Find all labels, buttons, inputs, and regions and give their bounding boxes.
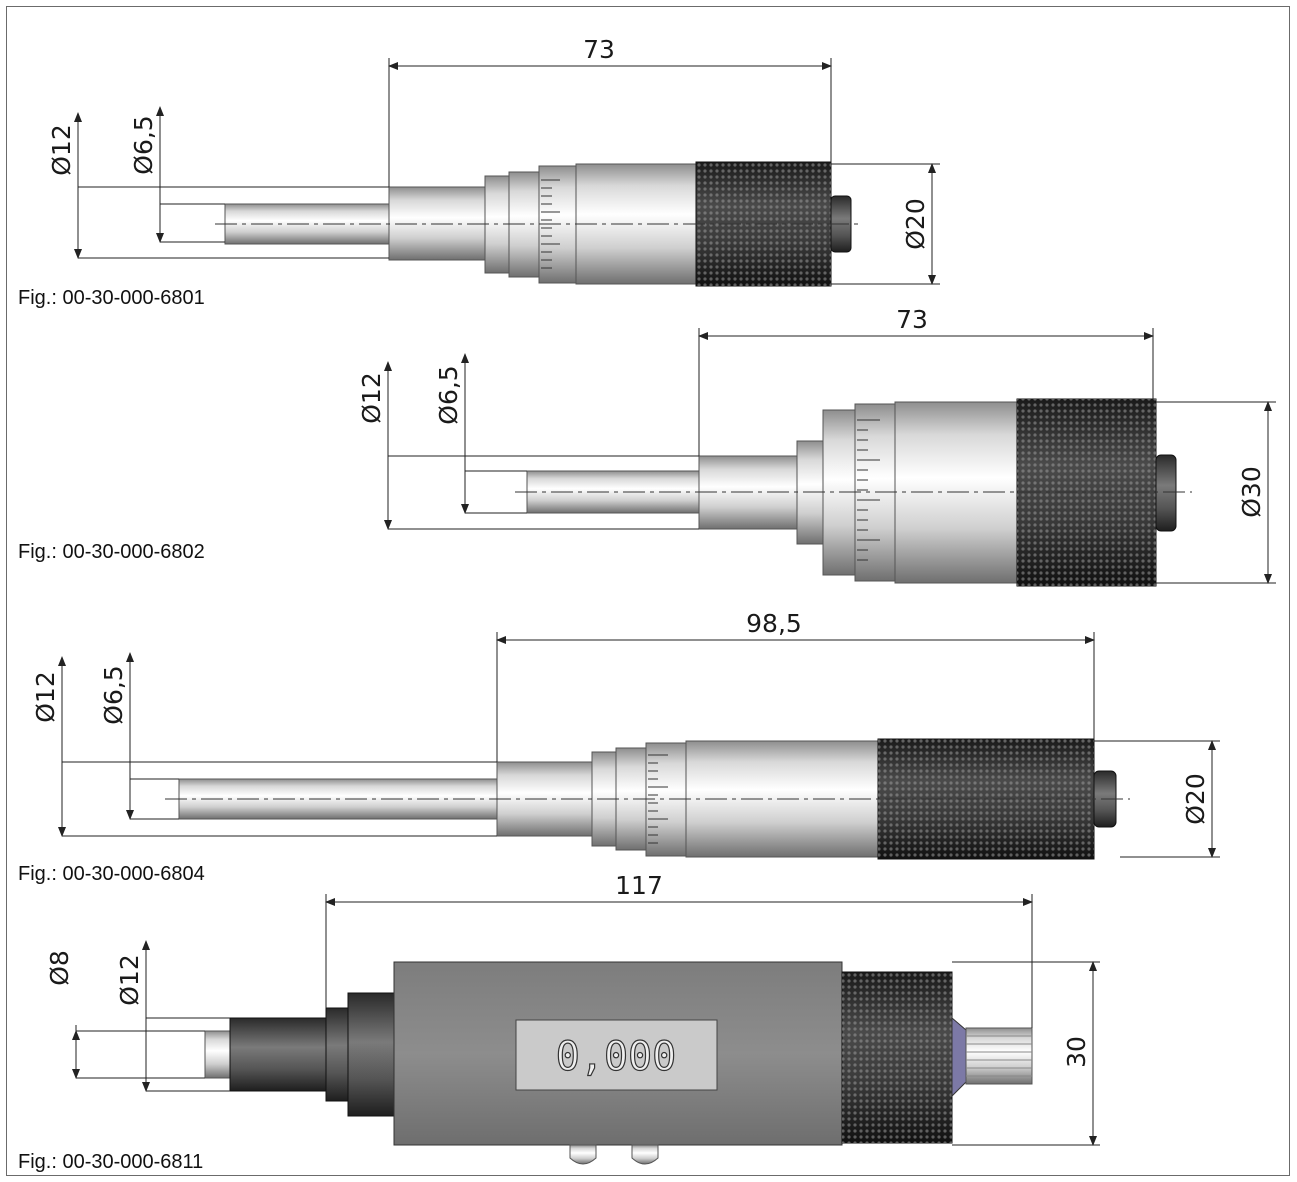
dim-head-6802: Ø30 (1237, 466, 1266, 518)
dim-spindle-outer-6804: Ø12 (31, 671, 60, 723)
figure-label-6811: Fig.: 00-30-000-6811 (18, 1151, 203, 1173)
figure-label-6802: Fig.: 00-30-000-6802 (18, 541, 205, 563)
figure-label-6804: Fig.: 00-30-000-6804 (18, 863, 205, 885)
dim-spindle-inner-6802: Ø6,5 (434, 365, 463, 424)
lcd-display (515, 1019, 718, 1091)
figure-6802: 73 Ø12 Ø6,5 Ø30 Fig.: 00-30-000-6802 (18, 305, 1276, 587)
dim-spindle-inner-6804: Ø6,5 (99, 665, 128, 724)
thimble-scale (541, 179, 560, 269)
dim-length-6804: 98,5 (746, 609, 802, 638)
thimble-scale (857, 419, 880, 561)
dim-spindle-outer-6802: Ø12 (357, 372, 386, 424)
dim-spindle-inner-6811: Ø8 (45, 950, 74, 986)
dim-head-6804: Ø20 (1181, 773, 1210, 825)
figure-6804: 98,5 Ø12 Ø6,5 Ø20 Fig.: 00-30-000-6804 (18, 609, 1220, 885)
dim-body-height-6811: 30 (1062, 1036, 1091, 1068)
dim-length-6801: 73 (583, 35, 615, 64)
body-button-left (569, 1144, 597, 1165)
figure-6811: 0,000 117 Ø8 Ø12 30 (18, 871, 1100, 1173)
dim-head-6801: Ø20 (901, 198, 930, 250)
figure-label-6801: Fig.: 00-30-000-6801 (18, 287, 205, 309)
dim-spindle-inner-6801: Ø6,5 (129, 115, 158, 174)
body-button-right (631, 1144, 659, 1165)
display-value: 0,000 (556, 1034, 676, 1080)
drawing-frame (6, 6, 1290, 1176)
thimble-scale (648, 754, 668, 844)
figure-6801: 73 Ø12 Ø6,5 Ø20 Fig.: 00-30-000-6801 (18, 35, 940, 309)
dim-length-6811: 117 (615, 871, 663, 900)
dim-length-6802: 73 (896, 305, 928, 334)
dim-spindle-outer-6801: Ø12 (47, 124, 76, 176)
dim-spindle-outer-6811: Ø12 (115, 954, 144, 1006)
